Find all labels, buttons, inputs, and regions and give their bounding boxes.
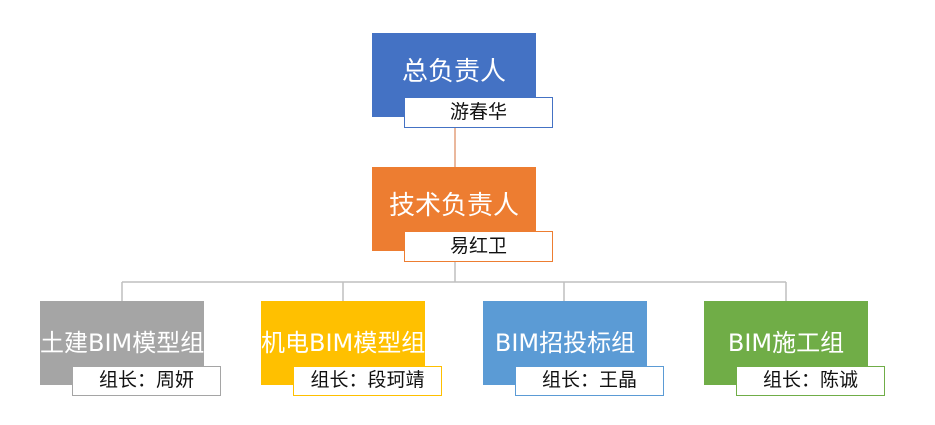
tech-title: 技术负责人 bbox=[388, 191, 519, 221]
group-bidding-leader-prefix: 组长： bbox=[541, 369, 599, 391]
group-mep-leader-label: 组长：段珂靖 bbox=[293, 366, 442, 396]
chief-title: 总负责人 bbox=[401, 57, 506, 87]
group-mep-leader-name: 段珂靖 bbox=[367, 369, 425, 391]
group-construction-leader-label: 组长：陈诚 bbox=[736, 366, 885, 396]
group-bidding-leader-name: 王晶 bbox=[599, 369, 638, 391]
group-civil-leader-label: 组长：周妍 bbox=[72, 366, 221, 396]
group-mep-leader-prefix: 组长： bbox=[310, 369, 368, 391]
chief-name: 游春华 bbox=[449, 101, 507, 123]
group-mep-title: 机电BIM模型组 bbox=[261, 329, 426, 357]
tech-name-label: 易红卫 bbox=[404, 231, 553, 262]
group-bidding-leader-label: 组长：王晶 bbox=[515, 366, 664, 396]
group-bidding-title: BIM招投标组 bbox=[494, 329, 636, 357]
tech-name: 易红卫 bbox=[449, 235, 507, 257]
chief-name-label: 游春华 bbox=[404, 97, 553, 128]
group-civil-leader-prefix: 组长： bbox=[98, 369, 156, 391]
group-civil-title: 土建BIM模型组 bbox=[40, 329, 205, 357]
group-construction-leader-prefix: 组长： bbox=[762, 369, 820, 391]
group-civil-leader-name: 周妍 bbox=[156, 369, 195, 391]
group-construction-title: BIM施工组 bbox=[727, 329, 845, 357]
group-construction-leader-name: 陈诚 bbox=[820, 369, 859, 391]
